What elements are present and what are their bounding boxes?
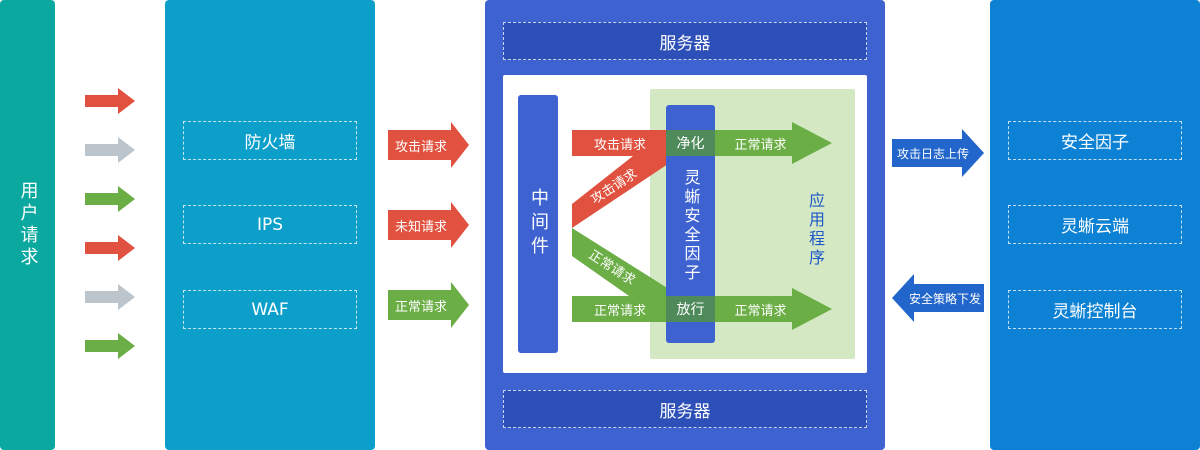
user-arrows	[85, 88, 135, 359]
unknown-request-label: 未知请求	[394, 219, 447, 235]
security-factor-box: 安全因子	[1008, 121, 1182, 160]
firewall-box: 防火墙	[183, 121, 357, 160]
normal-request-label: 正常请求	[394, 299, 447, 315]
user-requests-label: 用户请求	[17, 181, 39, 269]
purify-label: 净化	[676, 136, 705, 152]
upload-log-label: 攻击日志上传	[896, 146, 969, 161]
deliver-policy-label: 安全策略下发	[908, 291, 981, 306]
attack-in-bar	[572, 130, 668, 156]
normal-request-arrow	[388, 282, 469, 328]
deliver-policy-arrow	[892, 274, 984, 322]
cloud-column	[990, 0, 1200, 450]
normal-out-top-arrow	[710, 122, 832, 164]
security-factor-label-wrap: 灵蜥安全因子	[666, 158, 715, 294]
server-bottom-box: 服务器	[503, 390, 867, 428]
attack-in-label: 攻击请求	[593, 137, 646, 153]
server-top-box: 服务器	[503, 22, 867, 60]
user-arrow-3	[85, 186, 135, 212]
unknown-request-arrow	[388, 202, 469, 248]
waf-box: WAF	[183, 290, 357, 329]
normal-in-label: 正常请求	[593, 303, 646, 319]
attack-request-arrow	[388, 122, 469, 168]
user-arrow-5	[85, 284, 135, 310]
allow-cell: 放行	[666, 296, 715, 322]
ips-box: IPS	[183, 205, 357, 244]
user-arrow-4	[85, 235, 135, 261]
security-factor-label: 灵蜥安全因子	[681, 169, 701, 283]
lingxi-cloud-box: 灵蜥云端	[1008, 205, 1182, 244]
network-security-column	[165, 0, 375, 450]
middleware-block: 中间件	[518, 95, 558, 353]
attack-request-label: 攻击请求	[394, 139, 447, 155]
purify-cell: 净化	[666, 130, 715, 156]
user-requests-column: 用户请求	[0, 0, 55, 450]
middleware-label: 中间件	[528, 188, 549, 260]
lingxi-console-box: 灵蜥控制台	[1008, 290, 1182, 329]
allow-label: 放行	[676, 302, 705, 318]
normal-out-top-label: 正常请求	[734, 137, 787, 153]
normal-in-bar	[572, 296, 668, 322]
user-arrow-1	[85, 88, 135, 114]
normal-out-bottom-label: 正常请求	[734, 303, 787, 319]
application-label: 应用程序	[806, 192, 825, 268]
user-arrow-6	[85, 333, 135, 359]
request-arrows	[388, 122, 469, 328]
normal-out-bottom-arrow	[710, 288, 832, 330]
user-arrow-2	[85, 137, 135, 163]
cloud-link-arrows	[892, 129, 984, 322]
upload-log-arrow	[892, 129, 984, 177]
server-flow	[572, 122, 832, 330]
